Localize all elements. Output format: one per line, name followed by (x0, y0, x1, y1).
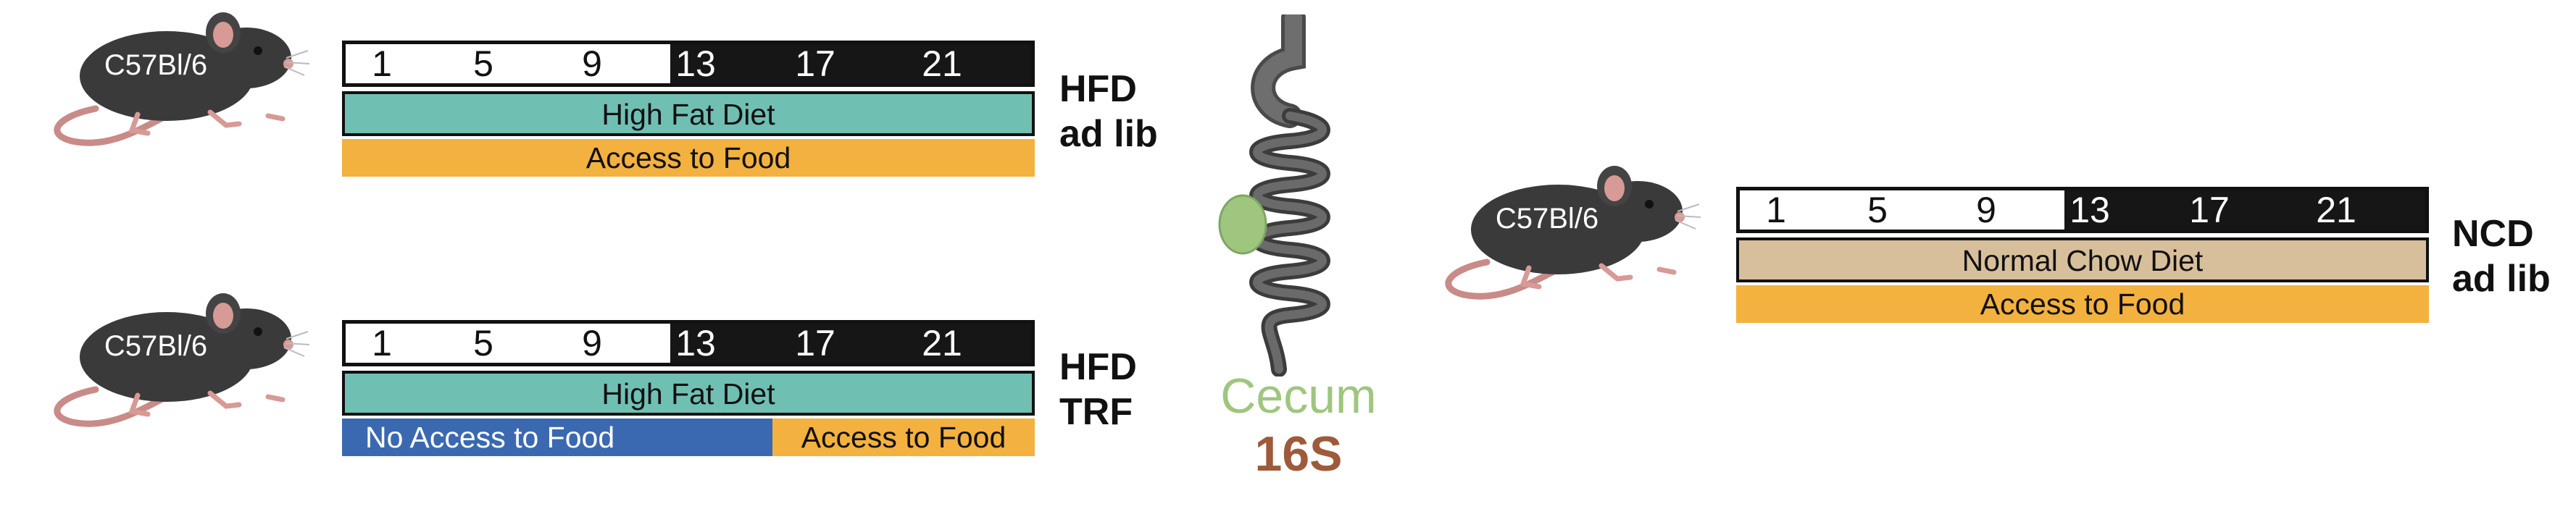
hour-label: 17 (795, 323, 835, 363)
normal-chow-diet-bar: Normal Chow Diet (1736, 237, 2429, 282)
high-fat-diet-bar: High Fat Diet (342, 371, 1035, 416)
access-to-food-bar: Access to Food (342, 139, 1035, 177)
timeline-ncd-adlib: 1 5 9 13 17 21 (1736, 187, 2429, 233)
mouse-strain-label: C57Bl/6 (104, 330, 208, 362)
dark-phase: 13 17 21 (2064, 190, 2425, 230)
gut-illustration (1210, 6, 1377, 377)
hour-label: 21 (922, 323, 962, 363)
cecum-label: Cecum (1220, 369, 1377, 424)
dark-phase: 13 17 21 (670, 324, 1031, 363)
hour-label: 1 (372, 323, 392, 363)
access-to-food-bar: Access to Food (772, 418, 1035, 456)
hour-label: 21 (2316, 190, 2356, 230)
light-phase: 1 5 9 (346, 324, 670, 363)
group-name-line2: ad lib (2452, 258, 2551, 300)
hour-label: 5 (473, 43, 493, 84)
sixteen-s-label: 16S (1254, 426, 1343, 481)
group-name-hfd-adlib: HFD ad lib (1059, 67, 1158, 156)
hour-label: 21 (922, 43, 962, 84)
intestine-icon (1218, 6, 1330, 377)
hour-label: 13 (675, 43, 716, 84)
hour-label: 9 (1976, 190, 1996, 230)
mouse-illustration (54, 293, 310, 427)
group-name-line1: HFD (1059, 68, 1137, 110)
hour-label: 9 (582, 323, 602, 363)
timeline-hfd-trf: 1 5 9 13 17 21 (342, 320, 1035, 366)
mouse-hfd-trf: C57Bl/6 (29, 288, 312, 433)
mouse-illustration (1445, 166, 1701, 300)
high-fat-diet-bar: High Fat Diet (342, 91, 1035, 136)
hour-label: 13 (2069, 190, 2110, 230)
dark-phase: 13 17 21 (670, 44, 1031, 83)
group-name-ncd-adlib: NCD ad lib (2452, 211, 2551, 301)
hour-label: 5 (1867, 190, 1888, 230)
group-name-hfd-trf: HFD TRF (1059, 345, 1137, 434)
group-name-line2: TRF (1059, 391, 1133, 433)
mouse-strain-label: C57Bl/6 (104, 49, 208, 81)
timeline-hfd-adlib: 1 5 9 13 17 21 (342, 41, 1035, 87)
group-name-line1: NCD (2452, 213, 2534, 255)
mouse-ncd-adlib: C57Bl/6 (1420, 161, 1703, 306)
mouse-hfd-adlib: C57Bl/6 (29, 7, 312, 152)
group-name-line1: HFD (1059, 346, 1137, 388)
hour-label: 9 (582, 43, 602, 84)
hour-label: 17 (795, 43, 835, 84)
hour-label: 1 (1766, 190, 1786, 230)
cecum-highlight (1218, 194, 1267, 255)
hour-label: 17 (2189, 190, 2230, 230)
no-access-to-food-bar: No Access to Food (342, 418, 772, 456)
light-phase: 1 5 9 (346, 44, 670, 83)
access-to-food-bar: Access to Food (1736, 285, 2429, 323)
light-phase: 1 5 9 (1740, 190, 2064, 230)
mouse-illustration (54, 12, 310, 146)
hour-label: 13 (675, 323, 716, 363)
group-name-line2: ad lib (1059, 113, 1158, 155)
mouse-strain-label: C57Bl/6 (1495, 203, 1599, 235)
hour-label: 5 (473, 323, 493, 363)
hour-label: 1 (372, 43, 392, 84)
